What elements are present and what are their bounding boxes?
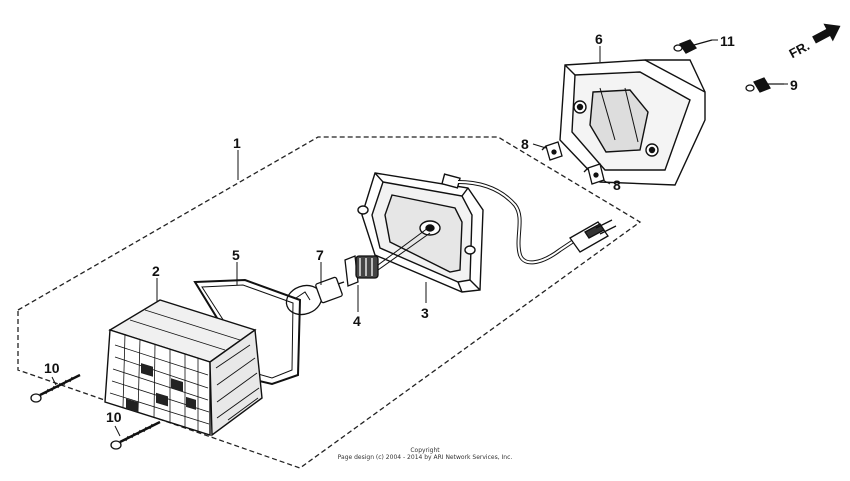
wire-harness xyxy=(457,180,577,265)
part-10-screw-lower xyxy=(110,420,161,450)
copyright-line-2: Page design (c) 2004 - 2014 by ARI Netwo… xyxy=(337,454,513,461)
assembly-boundary xyxy=(17,136,642,469)
callout-7: 7 xyxy=(316,247,324,263)
callout-11: 11 xyxy=(720,33,735,49)
part-2-lens xyxy=(104,299,263,437)
part-8-nut-upper xyxy=(541,141,563,161)
callout-10-lower: 10 xyxy=(106,409,122,425)
part-11-bolt xyxy=(673,39,713,54)
callout-3: 3 xyxy=(421,305,429,321)
copyright-line-1: Copyright xyxy=(410,447,440,454)
callout-9: 9 xyxy=(790,77,798,93)
leader-lines xyxy=(51,39,788,437)
callout-6: 6 xyxy=(595,31,603,47)
callout-8-lower: 8 xyxy=(613,177,621,193)
part-6-mounting-bracket xyxy=(559,59,706,186)
direction-label: FR. xyxy=(786,38,812,61)
part-7-bulb xyxy=(285,276,345,316)
direction-indicator: FR. xyxy=(786,23,841,61)
callout-1: 1 xyxy=(233,135,241,151)
callout-4: 4 xyxy=(353,313,361,329)
part-4-bulb-socket xyxy=(344,227,431,287)
callout-5: 5 xyxy=(232,247,240,263)
wire-connector xyxy=(569,219,617,253)
part-10-screw-upper xyxy=(30,373,81,403)
copyright-notice: Copyright Page design (c) 2004 - 2014 by… xyxy=(300,447,550,461)
callout-10-upper: 10 xyxy=(44,360,60,376)
callout-2: 2 xyxy=(152,263,160,279)
callout-8-upper: 8 xyxy=(521,136,529,152)
arrow-upper-right-icon xyxy=(812,23,841,44)
part-9-bolt xyxy=(745,77,784,93)
